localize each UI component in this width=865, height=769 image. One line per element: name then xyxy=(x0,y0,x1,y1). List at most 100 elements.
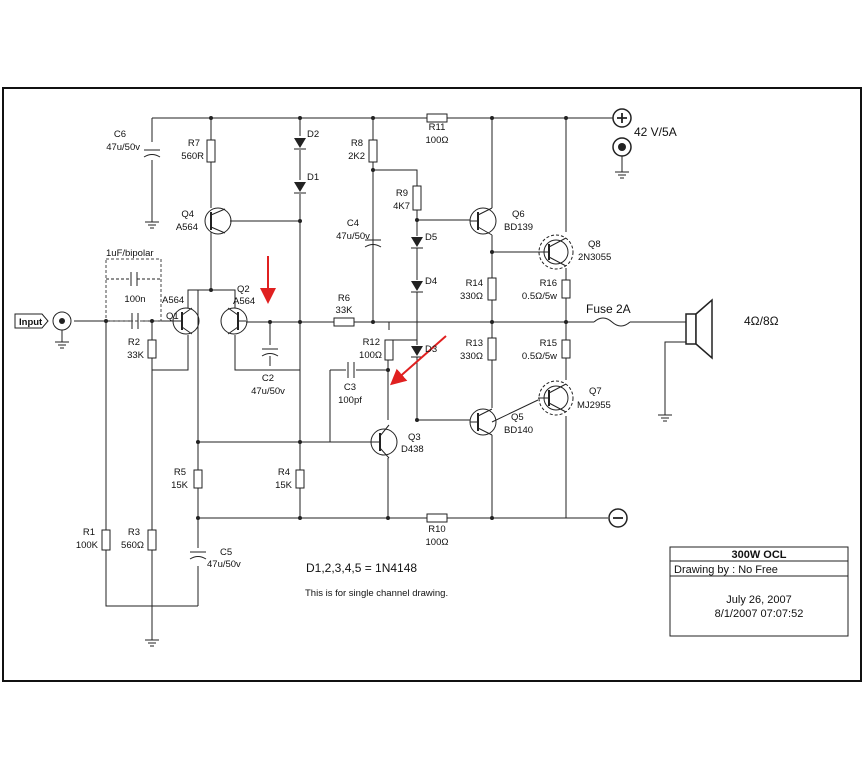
q1-ref: Q1 xyxy=(166,311,179,322)
r4-value: 15K xyxy=(275,480,293,491)
ground-icons xyxy=(55,171,672,647)
input-capacitor xyxy=(105,258,162,329)
ground-terminal-icon xyxy=(612,137,632,157)
r3-value: 560Ω xyxy=(121,540,144,551)
r12-resistor xyxy=(384,339,394,361)
r10-resistor xyxy=(426,513,448,523)
c2-ref: C2 xyxy=(262,373,274,384)
wiring xyxy=(61,117,687,640)
r13-resistor xyxy=(487,337,497,361)
q6-transistor xyxy=(469,207,497,236)
r9-resistor xyxy=(412,185,422,211)
r11-resistor xyxy=(426,113,448,123)
minus-terminal-icon xyxy=(608,508,628,528)
general-labels: Input 42 V/5A 4Ω/8Ω Fuse 2A D1,2,3,4,5 =… xyxy=(19,125,779,599)
junction-dots xyxy=(104,116,568,520)
q6-ref: Q6 xyxy=(512,209,525,220)
r16-resistor xyxy=(561,279,571,299)
input-label: Input xyxy=(19,317,43,328)
r6-value: 33K xyxy=(336,305,354,316)
r16-ref: R16 xyxy=(540,278,557,289)
d1-ref: D1 xyxy=(307,172,319,183)
q2-value: A564 xyxy=(233,296,255,307)
q8-value: 2N3055 xyxy=(578,252,611,263)
c2-capacitor xyxy=(261,348,279,357)
fuse-label: Fuse 2A xyxy=(586,302,631,316)
r5-ref: R5 xyxy=(174,467,186,478)
q3-value: D438 xyxy=(401,444,424,455)
plus-terminal-icon xyxy=(612,108,632,128)
c4-ref: C4 xyxy=(347,218,359,229)
c3-ref: C3 xyxy=(344,382,356,393)
r9-ref: R9 xyxy=(396,188,408,199)
r7-ref: R7 xyxy=(188,138,200,149)
title-block: 300W OCL Drawing by : No Free July 26, 2… xyxy=(669,546,849,637)
r1-resistor xyxy=(101,529,111,551)
r8-resistor xyxy=(368,139,378,163)
q6-value: BD139 xyxy=(504,222,533,233)
d4-ref: D4 xyxy=(425,276,437,287)
r12-ref: R12 xyxy=(363,337,380,348)
r4-ref: R4 xyxy=(278,467,290,478)
c3-value: 100pf xyxy=(338,395,362,406)
input-tag xyxy=(14,313,49,329)
d3-ref: D3 xyxy=(425,344,437,355)
c6-value: 47u/50v xyxy=(106,142,140,153)
q4-ref: Q4 xyxy=(181,209,194,220)
r3-resistor xyxy=(147,529,157,551)
r6-ref: R6 xyxy=(338,293,350,304)
q5-value: BD140 xyxy=(504,425,533,436)
r11-value: 100Ω xyxy=(426,135,449,146)
bipolar-label: 1uF/bipolar xyxy=(106,248,154,259)
load-label: 4Ω/8Ω xyxy=(744,314,779,328)
speaker-icon xyxy=(685,298,713,360)
r3-ref: R3 xyxy=(128,527,140,538)
r10-value: 100Ω xyxy=(426,537,449,548)
single-channel-note: This is for single channel drawing. xyxy=(305,588,448,599)
r15-ref: R15 xyxy=(540,338,557,349)
r14-value: 330Ω xyxy=(460,291,483,302)
q1-value: A564 xyxy=(162,295,184,306)
c4-capacitor xyxy=(364,239,382,248)
r11-ref: R11 xyxy=(429,122,446,133)
r13-ref: R13 xyxy=(466,338,483,349)
c3-capacitor xyxy=(347,362,355,378)
supply-label: 42 V/5A xyxy=(634,125,677,139)
c5-capacitor xyxy=(189,551,207,560)
q5-transistor xyxy=(469,408,497,436)
q8-ref: Q8 xyxy=(588,239,601,250)
component-labels: C6 47u/50v R7 560R D2 D1 R8 2K2 R11 100Ω… xyxy=(76,122,611,570)
d5-ref: D5 xyxy=(425,232,437,243)
c6-capacitor xyxy=(143,149,161,158)
c4-value: 47u/50v xyxy=(336,231,370,242)
r12-value: 100Ω xyxy=(359,350,382,361)
c-input-value: 100n xyxy=(124,294,145,305)
title-block-title: 300W OCL xyxy=(731,549,786,561)
r2-ref: R2 xyxy=(128,337,140,348)
r16-value: 0.5Ω/5w xyxy=(522,291,557,302)
r1-ref: R1 xyxy=(83,527,95,538)
q3-ref: Q3 xyxy=(408,432,421,443)
r1-value: 100K xyxy=(76,540,99,551)
d2-ref: D2 xyxy=(307,129,319,140)
r8-ref: R8 xyxy=(351,138,363,149)
r2-resistor xyxy=(147,339,157,359)
r15-resistor xyxy=(561,339,571,359)
r15-value: 0.5Ω/5w xyxy=(522,351,557,362)
q2-transistor xyxy=(220,307,248,335)
q4-value: A564 xyxy=(176,222,198,233)
title-block-author: Drawing by : No Free xyxy=(674,564,778,576)
fuse-symbol xyxy=(593,317,631,327)
r7-resistor xyxy=(206,139,216,163)
r5-resistor xyxy=(193,469,203,489)
q1-transistor xyxy=(172,307,200,335)
r6-resistor xyxy=(333,317,355,327)
title-block-date1: July 26, 2007 xyxy=(726,594,791,606)
q7-value: MJ2955 xyxy=(577,400,611,411)
r8-value: 2K2 xyxy=(348,151,365,162)
diodes xyxy=(294,138,423,358)
r4-resistor xyxy=(295,469,305,489)
q2-ref: Q2 xyxy=(237,284,250,295)
q7-ref: Q7 xyxy=(589,386,602,397)
r10-ref: R10 xyxy=(428,524,445,535)
